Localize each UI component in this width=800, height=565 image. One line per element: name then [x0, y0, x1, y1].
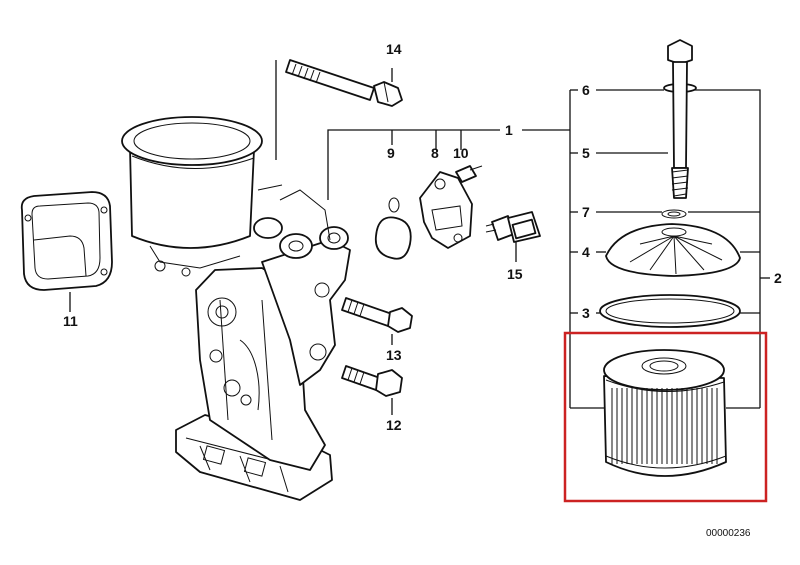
callout-1: 1	[505, 122, 513, 138]
bolt-part-12	[341, 365, 403, 397]
callout-6: 6	[582, 82, 590, 98]
o-ring-part-3	[599, 294, 741, 328]
bolt-part-14	[285, 59, 403, 107]
filter-housing-part-1	[121, 116, 351, 501]
diagram-part-number: 00000236	[706, 528, 751, 539]
callout-13: 13	[386, 347, 402, 363]
callout-5: 5	[582, 145, 590, 161]
filter-element[interactable]	[603, 349, 727, 477]
callout-14: 14	[386, 41, 402, 57]
callout-7: 7	[582, 204, 590, 220]
o-ring-part-9	[374, 197, 412, 260]
sensor-part-8	[419, 171, 473, 249]
callout-10: 10	[453, 145, 469, 161]
bolt-part-13	[341, 297, 413, 333]
callout-15: 15	[507, 266, 523, 282]
cover-part-4	[605, 223, 741, 277]
callout-3: 3	[582, 305, 590, 321]
highlight-box	[563, 331, 768, 503]
callout-2: 2	[774, 270, 782, 286]
gasket-part-11	[20, 191, 113, 291]
switch-part-15	[485, 211, 541, 243]
seal-ring-part-7	[661, 209, 687, 219]
leader-lines	[69, 60, 770, 415]
callout-8: 8	[431, 145, 439, 161]
callout-12: 12	[386, 417, 402, 433]
long-bolt-part-6	[663, 39, 697, 199]
callout-labels: 1 2 3 4 5 6 7 8 9 10 11 12 13 14 15	[63, 41, 782, 433]
callout-11: 11	[63, 313, 78, 329]
screw-part-10	[455, 165, 483, 183]
callout-4: 4	[582, 244, 590, 260]
callout-9: 9	[387, 145, 395, 161]
